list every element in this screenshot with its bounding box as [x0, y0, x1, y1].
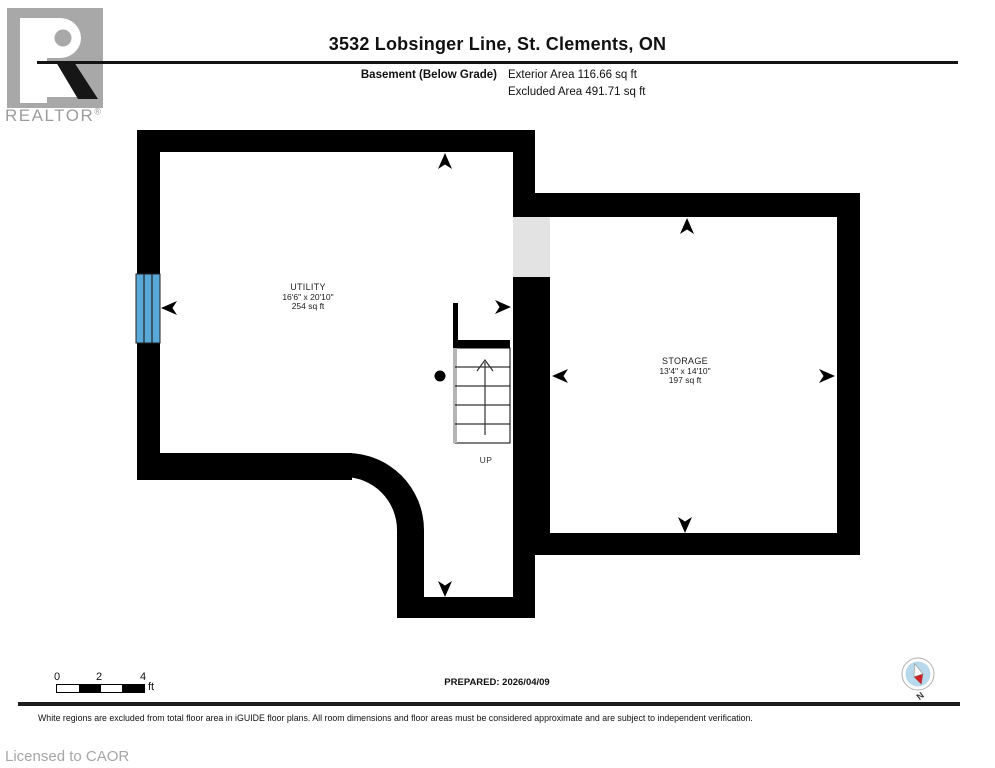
utility-dimension-arrow-left [161, 301, 177, 315]
storage-dimension-arrow-up [680, 218, 694, 234]
dividing-wall [513, 277, 550, 555]
room-label-utility: UTILITY 16'6" x 20'10" 254 sq ft [228, 282, 388, 312]
storage-room-area: 197 sq ft [668, 375, 702, 385]
storage-dimension-arrow-right [819, 369, 835, 383]
nook-bottom-wall [397, 597, 535, 618]
footer-divider [18, 702, 960, 706]
window [135, 273, 161, 344]
scale-bar-segment [100, 685, 123, 692]
utility-dimension-arrow-down [438, 581, 452, 597]
stair-treads [455, 366, 510, 425]
realtor-wordmark-text: REALTOR [5, 106, 95, 125]
curved-wall [344, 453, 424, 618]
scale-tick-4: 4 [139, 671, 147, 683]
storage-room-dims: 13'4" x 14'10" [659, 365, 711, 376]
stairs-up-label: UP [479, 455, 493, 465]
scale-bar-segment [57, 685, 79, 692]
scale-bar-segment [78, 685, 101, 692]
realtor-logo [7, 8, 103, 108]
stair-landing-edge [453, 340, 510, 348]
dividing-wall-lower [513, 555, 535, 618]
prepared-date: PREPARED: 2026/04/09 [444, 677, 550, 688]
room-label-storage: STORAGE 13'4" x 14'10" 197 sq ft [605, 356, 765, 386]
storage-room-name: STORAGE [662, 356, 708, 366]
excluded-region [513, 217, 550, 277]
scale-tick-0: 0 [53, 671, 61, 683]
realtor-wordmark: REALTOR® [5, 106, 102, 126]
storage-top-wall [513, 193, 860, 217]
floor-label: Basement (Below Grade) [360, 69, 497, 81]
post-dot [434, 370, 446, 382]
scale-unit: ft [148, 681, 155, 693]
stair-half-wall [453, 303, 458, 343]
scale-bar [56, 684, 145, 693]
realtor-logo-r-stem [20, 18, 47, 103]
storage-dimension-arrow-left [552, 369, 568, 383]
scale-bar-segment [122, 685, 144, 692]
compass-icon [901, 657, 935, 691]
exterior-area-text: Exterior Area 116.66 sq ft [508, 69, 637, 81]
utility-dimension-arrow-up [438, 153, 452, 169]
utility-dimension-arrow-right [495, 300, 511, 314]
utility-left-wall-lower [137, 343, 160, 480]
compass-needle-south [913, 673, 924, 685]
storage-dimension-arrow-down [678, 517, 692, 533]
utility-left-wall-upper [137, 130, 160, 274]
excluded-area-text: Excluded Area 491.71 sq ft [508, 86, 646, 98]
compass-needle [913, 662, 924, 685]
realtor-logo-r-counter [54, 29, 72, 47]
stair-direction-arrow [476, 358, 494, 435]
utility-room-name: UTILITY [290, 282, 326, 292]
stair-stringer [453, 348, 457, 443]
staircase [434, 303, 511, 444]
stair-run [454, 347, 511, 444]
dimension-arrows [161, 153, 835, 597]
utility-top-wall [137, 130, 535, 152]
utility-room-area: 254 sq ft [291, 301, 325, 311]
page-title: 3532 Lobsinger Line, St. Clements, ON [328, 34, 667, 54]
scale-tick-2: 2 [95, 671, 103, 683]
disclaimer-text: White regions are excluded from total fl… [38, 713, 753, 723]
walls [137, 130, 860, 618]
licensed-text: Licensed to CAOR [5, 748, 130, 765]
utility-bottom-wall [137, 453, 352, 480]
storage-right-wall [837, 193, 860, 555]
registered-mark: ® [94, 106, 103, 117]
window-glass [135, 273, 161, 344]
realtor-logo-r-leg [56, 62, 98, 99]
header-divider [37, 61, 958, 64]
utility-room-dims: 16'6" x 20'10" [282, 291, 334, 302]
storage-bottom-wall [513, 533, 860, 555]
